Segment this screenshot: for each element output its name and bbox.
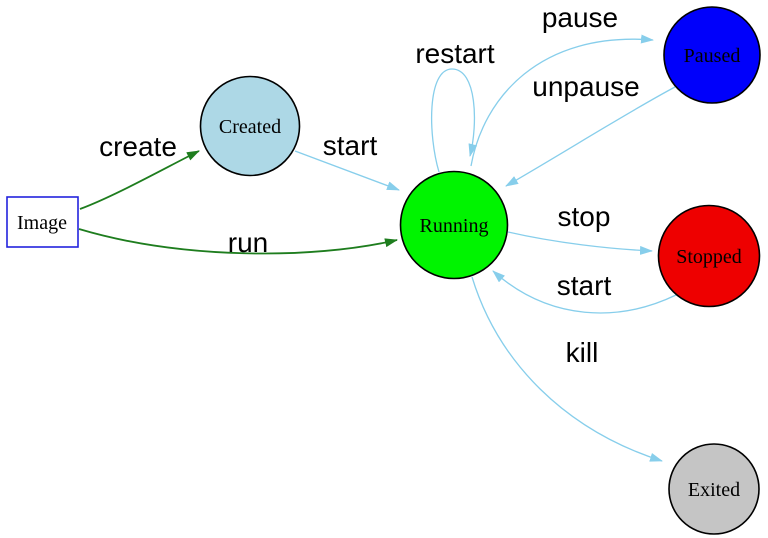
stopped-circle — [657, 204, 761, 308]
node-created: Created — [199, 75, 301, 177]
edge-label-create: create — [99, 131, 177, 162]
node-paused: Paused — [663, 6, 761, 104]
paused-circle — [663, 6, 761, 104]
running-circle — [399, 170, 509, 280]
edge-kill-arrow — [471, 276, 663, 462]
node-stopped: Stopped — [657, 204, 761, 308]
created-circle — [199, 75, 301, 177]
edge-create-arrow — [79, 150, 200, 210]
node-label-stopped: Stopped — [676, 246, 742, 268]
edge-label-stop: stop — [558, 201, 611, 232]
edge-pause-arrow — [470, 34, 654, 167]
edge-stop-arrow — [507, 231, 653, 255]
node-label-created: Created — [219, 116, 281, 138]
edge-label-kill: kill — [566, 337, 599, 368]
edges: create run start restart pause unpause s… — [78, 2, 677, 462]
edge-label-restart: restart — [415, 38, 495, 69]
node-exited: Exited — [668, 443, 760, 535]
node-running: Running — [399, 170, 509, 280]
node-label-running: Running — [420, 215, 489, 237]
edge-label-pause: pause — [542, 2, 618, 33]
node-label-image: Image — [17, 212, 67, 234]
node-image: Image — [6, 196, 79, 248]
edge-unpause-arrow — [505, 86, 676, 187]
edge-label-run: run — [228, 227, 268, 258]
edge-label-start-created: start — [323, 130, 378, 161]
exited-circle — [668, 443, 760, 535]
edge-label-unpause: unpause — [532, 71, 639, 102]
edge-run-arrow — [78, 228, 398, 255]
nodes: Image Created Running Paused Stopped Exi — [6, 6, 761, 535]
edge-start-stopped-arrow — [492, 270, 677, 314]
node-label-paused: Paused — [684, 45, 741, 67]
edge-restart-arrow — [430, 68, 478, 173]
edge-start-created-arrow — [294, 150, 400, 191]
image-box — [6, 196, 79, 248]
edge-label-start-stopped: start — [557, 270, 612, 301]
node-label-exited: Exited — [688, 479, 740, 501]
